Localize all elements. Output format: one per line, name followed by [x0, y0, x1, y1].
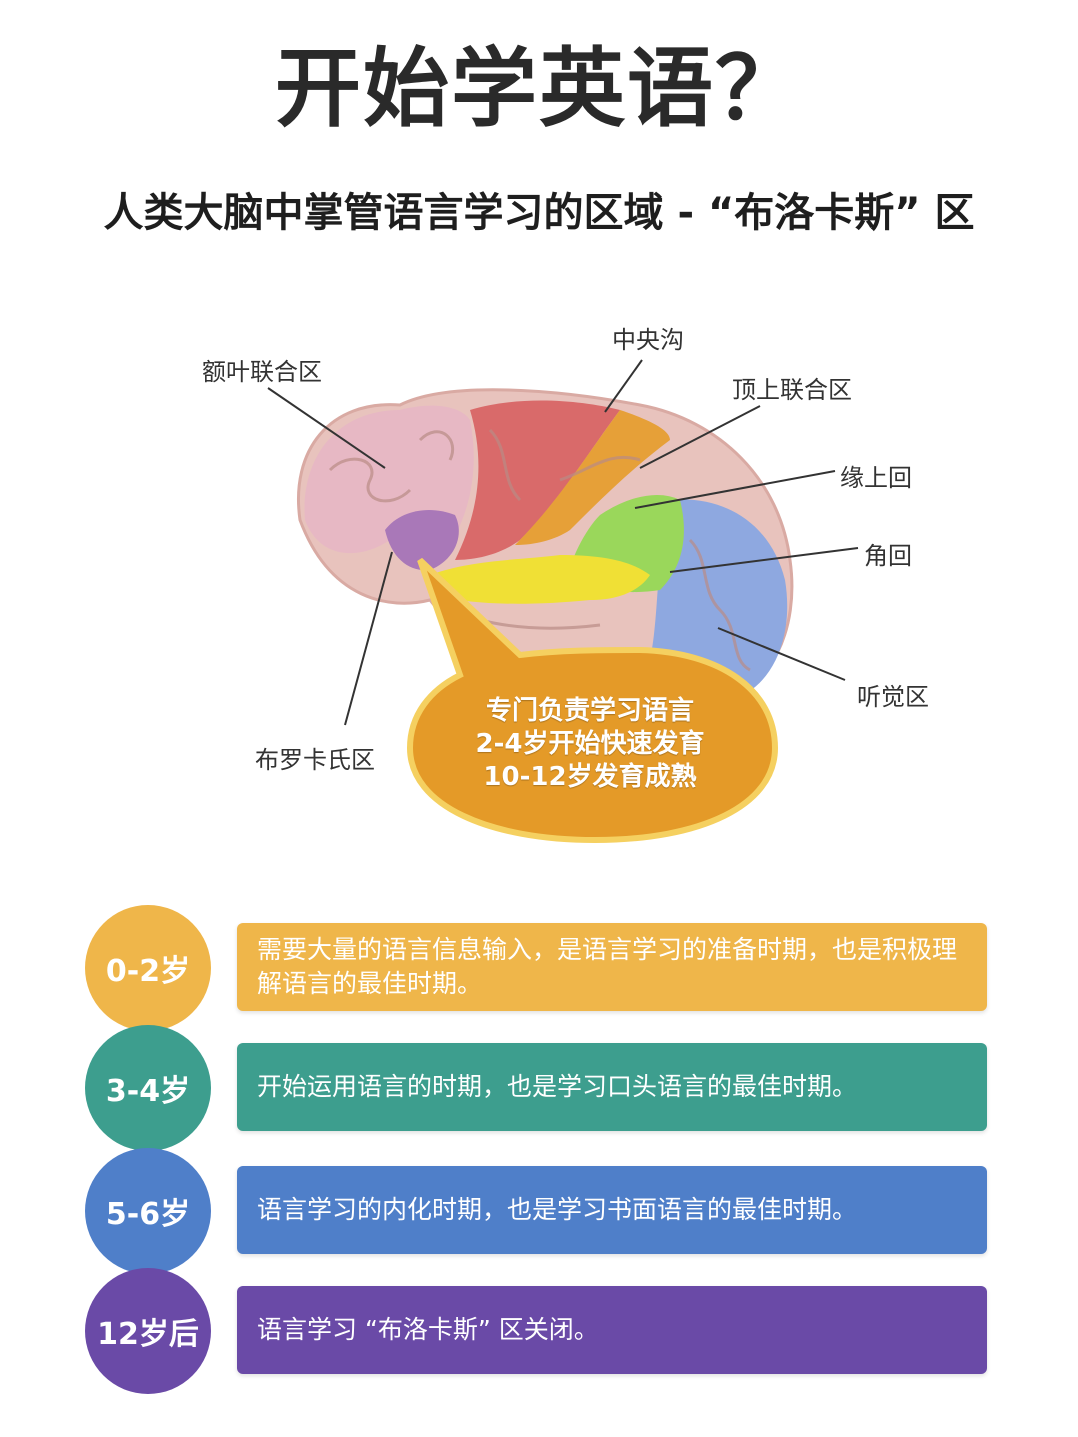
stage-description: 需要大量的语言信息输入，是语言学习的准备时期，也是积极理解语言的最佳时期。	[237, 923, 987, 1011]
brain-illustration	[267, 359, 859, 844]
gyri-lines	[328, 428, 751, 672]
stage-3-4: 3-4岁 开始运用语言的时期，也是学习口头语言的最佳时期。	[85, 1025, 990, 1151]
temporal-band	[430, 555, 650, 604]
label-prefrontal: 额叶联合区	[202, 358, 322, 386]
label-angular: 角回	[864, 542, 912, 570]
page-subtitle: 人类大脑中掌管语言学习的区域 - “布洛卡斯” 区	[103, 190, 975, 236]
stage-age-badge: 5-6岁	[85, 1148, 211, 1274]
occipital-region	[650, 499, 788, 701]
bubble-text: 专门负责学习语言 2-4岁开始快速发育 10-12岁发育成熟	[410, 695, 770, 794]
sensory-region	[515, 410, 670, 545]
stage-description: 语言学习的内化时期，也是学习书面语言的最佳时期。	[237, 1166, 987, 1254]
label-broca: 布罗卡氏区	[255, 746, 375, 774]
stage-description: 开始运用语言的时期，也是学习口头语言的最佳时期。	[237, 1043, 987, 1131]
stage-age-badge: 12岁后	[85, 1268, 211, 1394]
page-title: 开始学英语？	[275, 39, 803, 139]
speech-bubble	[406, 557, 779, 844]
label-auditory: 听觉区	[857, 683, 929, 711]
stage-5-6: 5-6岁 语言学习的内化时期，也是学习书面语言的最佳时期。	[85, 1148, 990, 1274]
stage-description: 语言学习 “布洛卡斯” 区关闭。	[237, 1286, 987, 1374]
label-supramarginal: 缘上回	[840, 464, 912, 492]
stage-age-badge: 3-4岁	[85, 1025, 211, 1151]
label-parietal: 顶上联合区	[732, 376, 852, 404]
bubble-line-2: 2-4岁开始快速发育	[475, 729, 705, 759]
bubble-line-1: 专门负责学习语言	[485, 696, 694, 726]
stage-12-plus: 12岁后 语言学习 “布洛卡斯” 区关闭。	[85, 1268, 990, 1394]
stage-age-badge: 0-2岁	[85, 905, 211, 1031]
label-central-sulcus: 中央沟	[612, 326, 684, 354]
stage-0-2: 0-2岁 需要大量的语言信息输入，是语言学习的准备时期，也是积极理解语言的最佳时…	[85, 905, 990, 1031]
leader-lines	[267, 359, 859, 726]
broca-region	[385, 510, 459, 571]
bubble-line-3: 10-12岁发育成熟	[483, 762, 697, 792]
